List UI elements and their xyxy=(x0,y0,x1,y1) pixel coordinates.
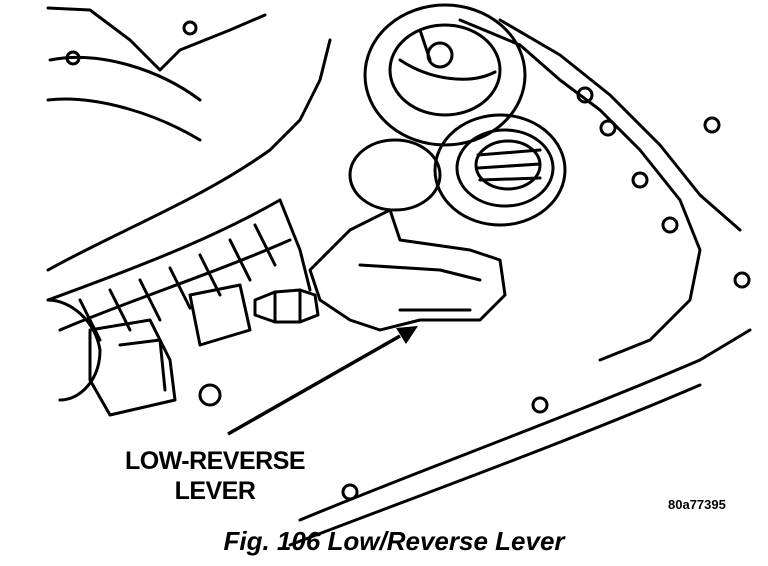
valve-body xyxy=(88,318,177,417)
lever-callout-label: LOW-REVERSE LEVER xyxy=(110,446,320,506)
servo-piston xyxy=(363,3,527,147)
callout-arrow xyxy=(227,326,418,436)
bolt-hole xyxy=(599,119,617,137)
housing-plate xyxy=(46,6,267,72)
callout-line-1: LOW-REVERSE xyxy=(124,447,306,475)
bolt-hole xyxy=(631,171,649,189)
callout-line-2: LEVER xyxy=(174,477,256,505)
bolt-hole xyxy=(182,20,198,36)
bolt-hole xyxy=(65,50,81,66)
oil-pan-edge xyxy=(298,328,752,522)
drum-housing xyxy=(46,38,332,272)
bolt-hole xyxy=(733,271,751,289)
figure-caption: Fig. 106 Low/Reverse Lever xyxy=(223,526,565,556)
low-reverse-lever xyxy=(308,208,507,332)
accumulator xyxy=(433,113,567,227)
pivot-nut xyxy=(253,288,320,324)
case-gasket xyxy=(458,18,702,362)
bolt-hole xyxy=(576,86,594,104)
bolt-hole xyxy=(661,216,679,234)
figure-code: 80a77395 xyxy=(668,497,726,512)
bolt-hole xyxy=(703,116,721,134)
bolt-hole xyxy=(531,396,549,414)
